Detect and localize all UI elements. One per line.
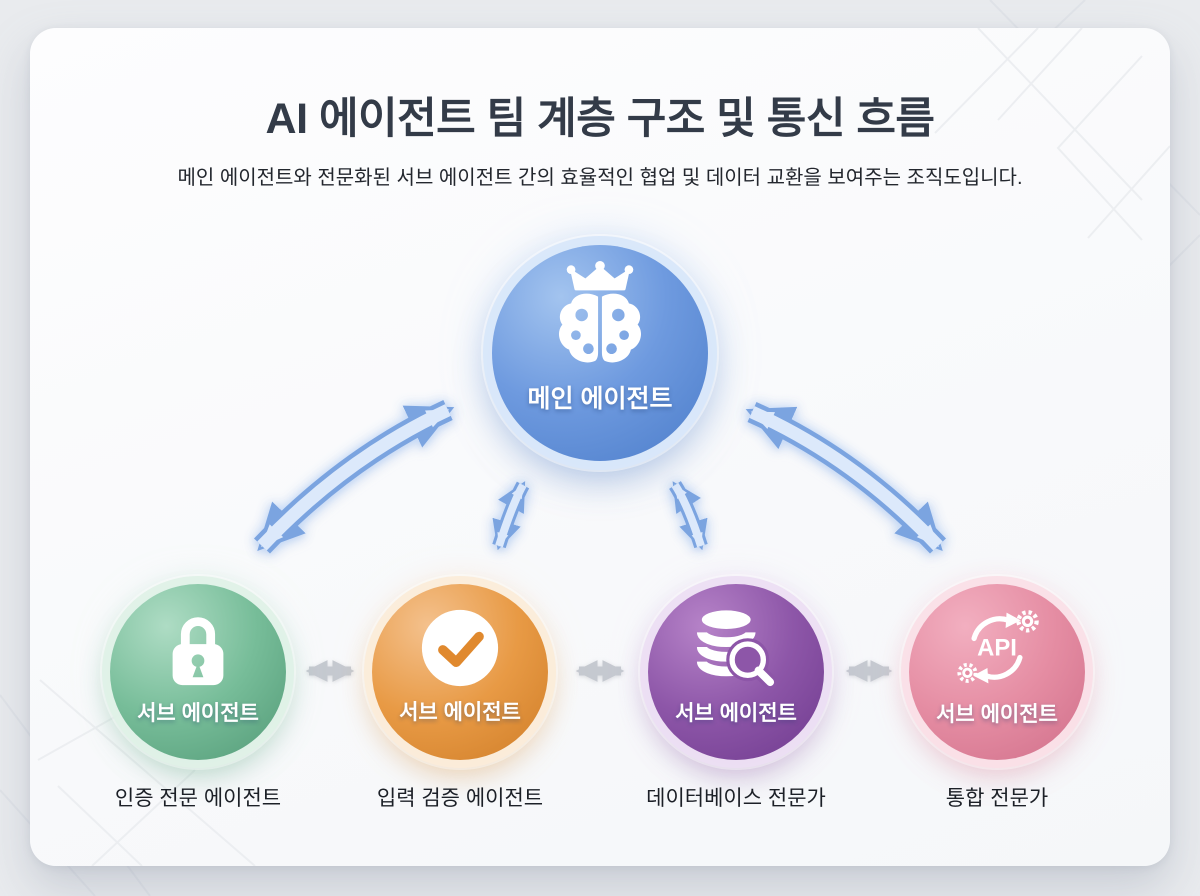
header: AI 에이전트 팀 계층 구조 및 통신 흐름 메인 에이전트와 전문화된 서브… [0,84,1200,190]
arrow-main-to-integration [745,401,947,554]
sub-agent-caption-integration: 통합 전문가 [945,787,1049,810]
sub-agent-circle-validation: 서브 에이전트 [372,584,548,760]
sub-agent-circle-auth: 서브 에이전트 [110,584,286,760]
arrow-main-to-auth [253,400,455,554]
sub-agent-node-validation: 서브 에이전트 입력 검증 에이전트 [372,584,548,810]
sub-agent-node-auth: 서브 에이전트 인증 전문 에이전트 [110,584,286,810]
lock-icon [172,617,224,686]
api-gears-icon: API [957,610,1039,684]
arrow-main-to-validation [492,481,530,551]
gear-bottom-left [957,662,978,683]
sub-agent-label: 서브 에이전트 [936,703,1058,726]
sub-agent-circle-integration: API 서브 에이전트 [909,584,1085,760]
sub-agent-node-database: 서브 에이전트 데이터베이스 전문가 [646,584,826,810]
main-agent-circle: 메인 에이전트 [492,245,708,461]
sub-agent-circle-database: 서브 에이전트 [648,584,824,760]
gear-top-right [1016,610,1039,633]
page-title: AI 에이전트 팀 계층 구조 및 통신 흐름 [265,95,935,143]
database-search-icon [696,610,778,689]
page-subtitle: 메인 에이전트와 전문화된 서브 에이전트 간의 효율적인 협업 및 데이터 교… [177,167,1023,189]
sub-agent-caption-auth: 인증 전문 에이전트 [114,787,282,810]
sub-agent-caption-database: 데이터베이스 전문가 [646,787,826,810]
main-agent-node: 메인 에이전트 [492,245,708,461]
api-badge-text: API [977,635,1017,662]
arrow-main-to-database [669,481,708,551]
brain-crown-icon [558,260,641,362]
main-agent-label: 메인 에이전트 [527,384,673,413]
sub-agent-node-integration: API 서브 에이전트 통합 전문가 [909,584,1085,810]
sub-agent-label: 서브 에이전트 [137,702,259,725]
sub-agent-caption-validation: 입력 검증 에이전트 [376,787,544,810]
check-icon [421,609,499,687]
sub-agent-label: 서브 에이전트 [399,701,521,724]
sub-agent-label: 서브 에이전트 [675,702,797,725]
